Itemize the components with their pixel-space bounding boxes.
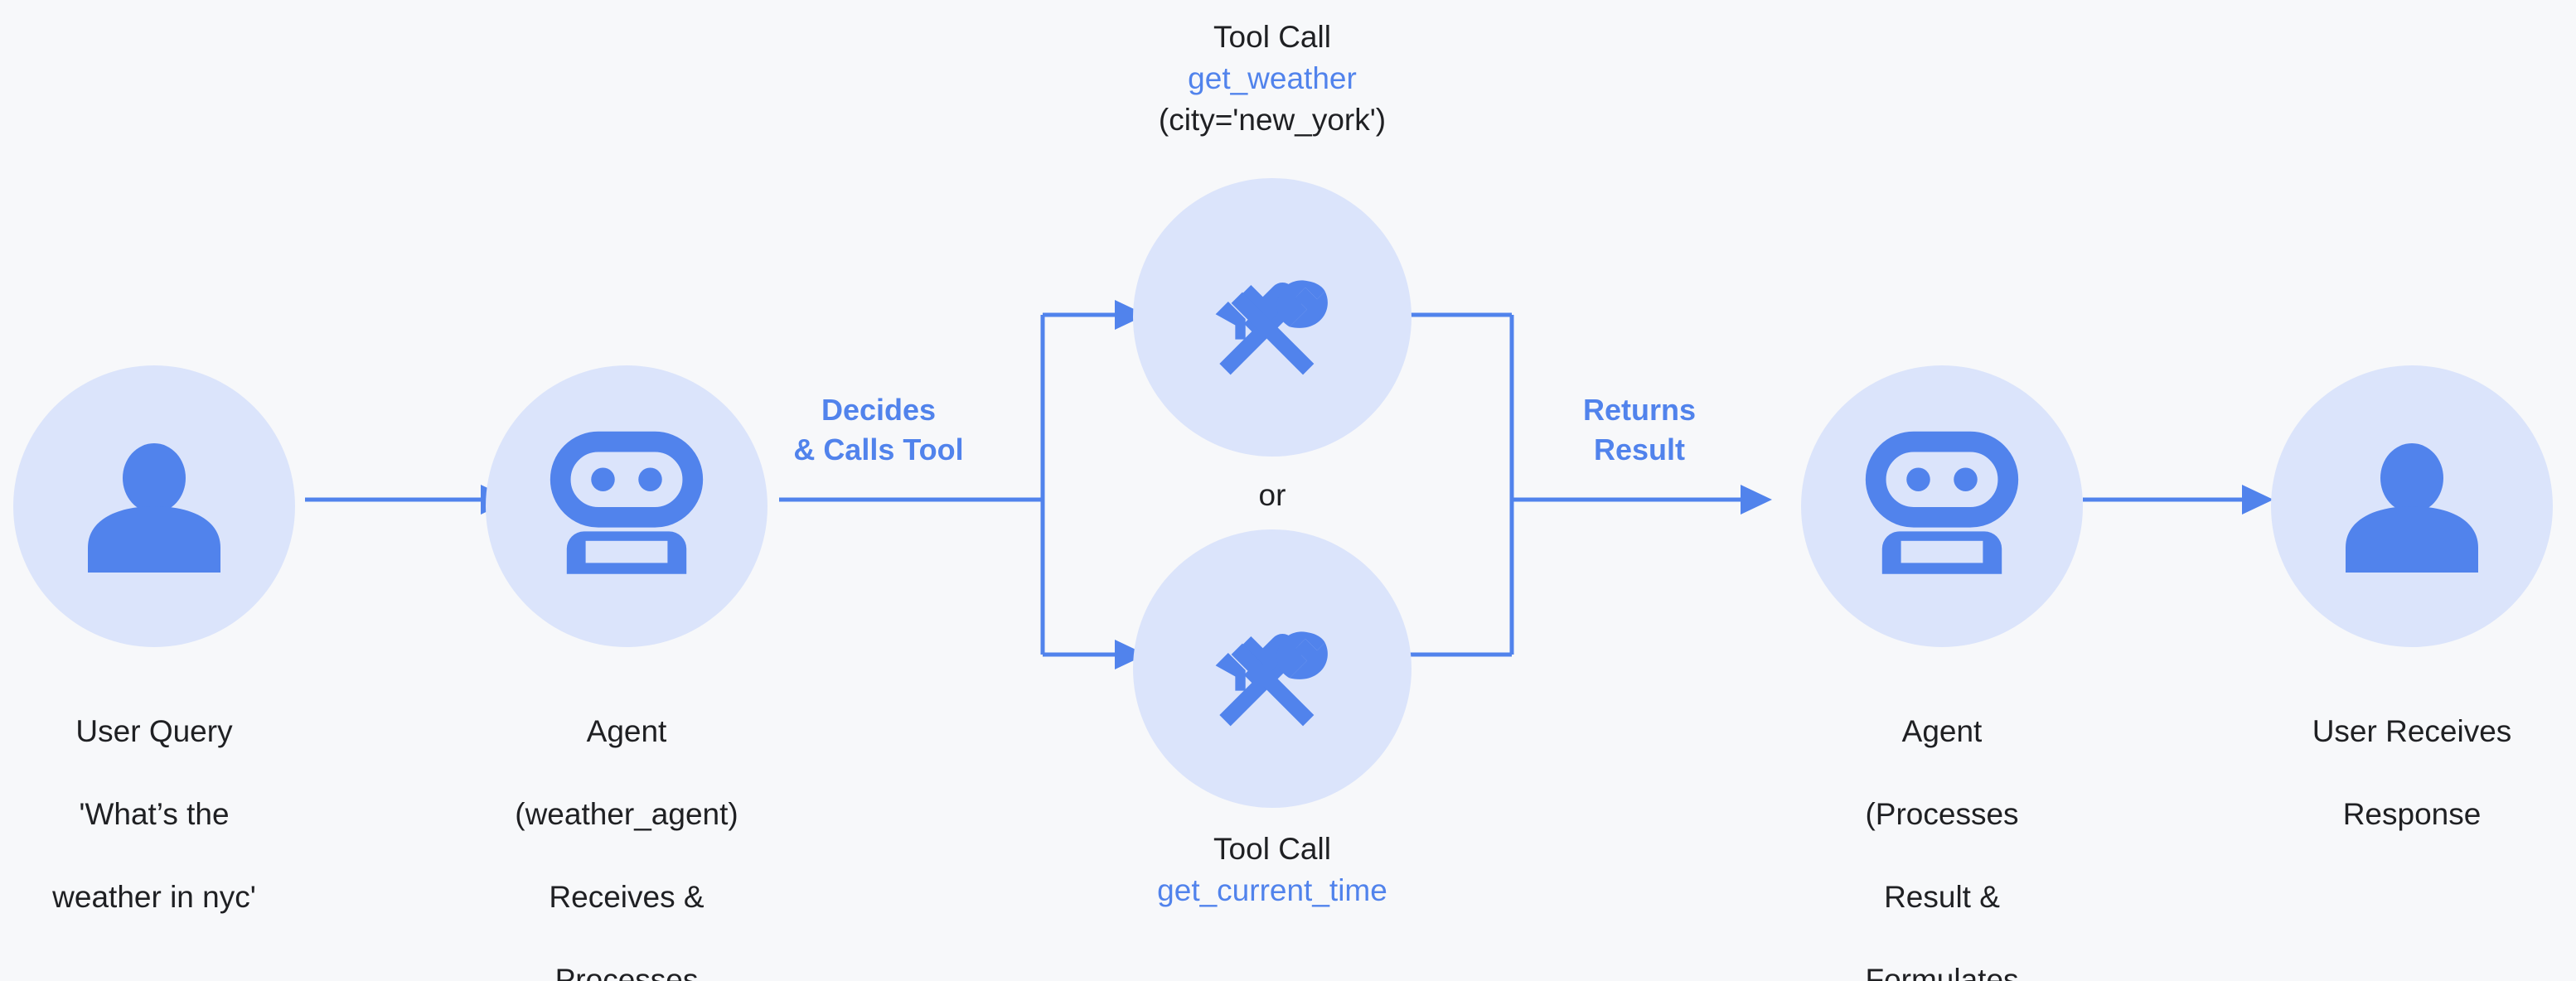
label-user-query: User Query 'What’s the weather in nyc': [0, 669, 320, 918]
label-agent-receives-line4: Processes: [554, 963, 699, 981]
node-tool-get-current-time[interactable]: [1133, 529, 1411, 808]
label-agent-formulates-line1: Agent: [1901, 714, 1983, 748]
tool-bottom-caption-line1: Tool Call: [1213, 832, 1331, 866]
label-agent-receives-line1: Agent: [586, 714, 667, 748]
label-user-response: User Receives Response: [2238, 669, 2576, 835]
label-agent-receives-line3: Receives &: [549, 880, 705, 914]
label-agent-formulates-line3: Result &: [1884, 880, 2000, 914]
tool-top-caption: Tool Call get_weather (city='new_york'): [1159, 17, 1386, 141]
node-user-query[interactable]: [13, 365, 295, 647]
node-user-response[interactable]: [2271, 365, 2553, 647]
label-agent-receives-line2: (weather_agent): [515, 797, 738, 831]
label-user-query-line3: weather in nyc': [52, 880, 256, 914]
label-user-response-line2: Response: [2342, 797, 2482, 831]
label-user-query-line1: User Query: [75, 714, 233, 748]
label-user-response-line1: User Receives: [2312, 714, 2512, 748]
connector-branch-split: [1040, 300, 1146, 669]
tool-bottom-function-name: get_current_time: [1157, 873, 1387, 907]
label-agent-formulates-line2: (Processes: [1865, 797, 2019, 831]
connector-agent-to-user: [2083, 485, 2273, 515]
connector-branch-merge: [1409, 312, 1772, 657]
edge-label-returns: Returns Result: [1582, 393, 1697, 466]
label-agent-receives: Agent (weather_agent) Receives & Process…: [453, 669, 801, 981]
node-tool-get-weather[interactable]: [1133, 178, 1411, 457]
tool-top-caption-args: (city='new_york'): [1158, 103, 1387, 137]
label-agent-formulates-line4: Formulates: [1865, 963, 2019, 981]
label-agent-formulates: Agent (Processes Result & Formulates Res…: [1768, 669, 2116, 981]
tool-top-function-name: get_weather: [1188, 61, 1357, 95]
node-agent-formulates[interactable]: [1801, 365, 2083, 647]
connector-user-to-agent: [305, 485, 512, 515]
edge-label-decides: Decides & Calls Tool: [793, 393, 964, 466]
or-separator-label: or: [1258, 478, 1286, 512]
tool-bottom-caption: Tool Call get_current_time: [1157, 829, 1387, 911]
tool-top-caption-line1: Tool Call: [1213, 20, 1331, 54]
label-user-query-line2: 'What’s the: [79, 797, 230, 831]
node-agent-receives[interactable]: [486, 365, 767, 647]
